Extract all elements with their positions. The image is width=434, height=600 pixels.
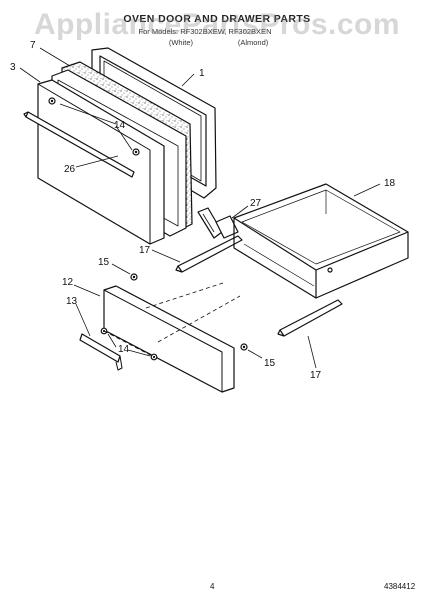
door-handle [23, 111, 135, 178]
callout-3: 3 [10, 62, 16, 73]
callout-17-upper: 17 [139, 245, 151, 256]
callout-27: 27 [250, 198, 262, 209]
page-number: 4 [210, 582, 215, 591]
callout-14-drawer: 14 [118, 344, 130, 355]
color-white-label: (White) [168, 38, 194, 47]
color-almond-label: (Almond) [237, 38, 269, 47]
callout-15-left: 15 [98, 257, 110, 268]
drawer-body [233, 183, 409, 299]
callout-7: 7 [30, 40, 36, 51]
alignment-lines [103, 281, 241, 358]
model-numbers: For Models: RF302BXEW, RF302BXEN [138, 27, 272, 36]
drawer-slide-right [277, 299, 343, 337]
drawer-front-panel [103, 285, 235, 393]
page-title: OVEN DOOR AND DRAWER PARTS [123, 13, 311, 25]
document-number: 4384412 [384, 582, 416, 591]
door-hinge [197, 207, 239, 239]
callout-13: 13 [66, 296, 78, 307]
outer-door-panel [37, 79, 165, 245]
callout-14-door: 14 [114, 120, 126, 131]
callout-1: 1 [199, 68, 205, 79]
door-handle-screws [48, 97, 140, 156]
callout-18: 18 [384, 178, 396, 189]
callout-12: 12 [62, 277, 74, 288]
drawer-mount-screws [130, 273, 248, 351]
leader-lines [19, 47, 381, 369]
color-variants: (White) (Almond) [0, 38, 434, 47]
callout-17-lower: 17 [310, 370, 322, 381]
drawer-slide-left [175, 235, 243, 273]
callout-26: 26 [64, 164, 76, 175]
callout-15-right: 15 [264, 358, 276, 369]
drawer-handle [79, 333, 123, 371]
